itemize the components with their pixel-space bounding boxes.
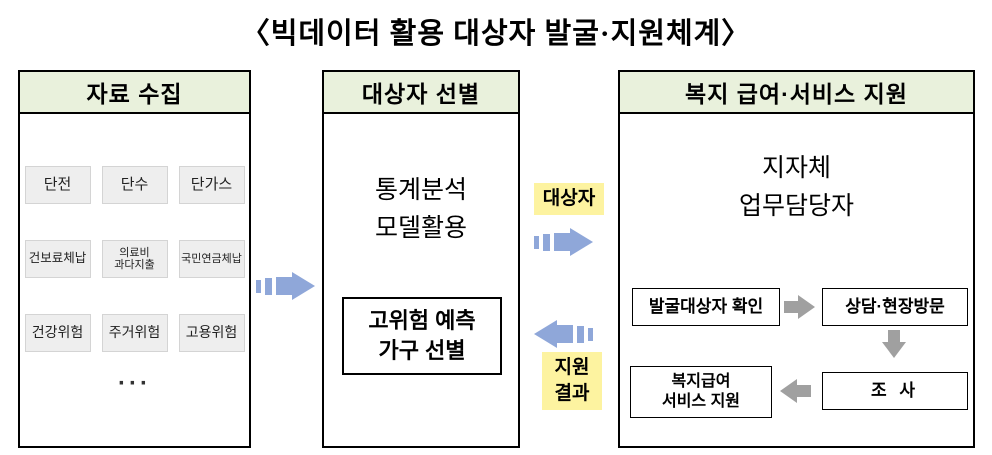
panel-welfare-support: 복지 급여·서비스 지원 지자체 업무담당자 발굴대상자 확인 상담·현장방문 … — [618, 70, 975, 448]
high-risk-prediction-box: 고위험 예측 가구 선별 — [342, 297, 502, 375]
flow-arrow-support-to-selection-icon — [534, 320, 593, 348]
local-gov-staff-text: 지자체 업무담당자 — [738, 155, 854, 220]
arrow-stripe — [256, 279, 261, 293]
arrow-stripe — [265, 277, 272, 295]
step-counsel-visit-box: 상담·현장방문 — [822, 288, 968, 326]
arrow-head — [292, 272, 315, 300]
arrow-right-icon — [784, 295, 815, 319]
arrow-head — [534, 320, 557, 348]
arrow-tail — [888, 330, 900, 342]
data-source-item: 단수 — [101, 166, 168, 204]
arrow-down-icon — [882, 330, 906, 358]
step-investigation-box: 조 사 — [822, 372, 968, 410]
arrow-stripe — [588, 327, 593, 341]
data-source-item: 주거위험 — [101, 314, 168, 352]
diagram-title: 〈빅데이터 활용 대상자 발굴·지원체계〉 — [240, 18, 752, 50]
data-source-grid: 단전 단수 단가스 건보료체납 의료비 과다지출 국민연금체납 건강위험 주거위… — [20, 166, 249, 352]
flow-label-support-result: 지원 결과 — [542, 352, 602, 410]
arrow-stem — [554, 233, 570, 251]
data-source-item: 고용위험 — [178, 314, 245, 352]
arrow-head — [780, 379, 797, 403]
panel-header-data-collection: 자료 수집 — [20, 72, 249, 114]
arrow-stripe — [577, 325, 584, 343]
flow-label-target: 대상자 — [534, 183, 604, 215]
data-source-item: 단전 — [24, 166, 91, 204]
step-benefit-service-box: 복지급여 서비스 지원 — [630, 366, 772, 418]
arrow-left-icon — [780, 379, 811, 403]
analysis-method-text: 통계분석 모델활용 — [374, 177, 467, 242]
data-source-item: 의료비 과다지출 — [101, 240, 168, 278]
arrow-stem — [276, 277, 292, 295]
arrow-tail — [784, 301, 798, 313]
arrow-head — [570, 228, 593, 256]
arrow-stem — [557, 325, 573, 343]
panel-header-target-selection: 대상자 선별 — [324, 72, 518, 114]
data-source-item: 건보료체납 — [24, 240, 91, 278]
step-confirm-target-box: 발굴대상자 확인 — [632, 288, 780, 326]
arrow-tail — [797, 385, 811, 397]
panel-header-welfare-support: 복지 급여·서비스 지원 — [620, 72, 973, 114]
flow-arrow-selection-to-support-icon — [534, 228, 593, 256]
arrow-head — [798, 295, 815, 319]
data-source-item: 단가스 — [178, 166, 245, 204]
data-source-item: 건강위험 — [24, 314, 91, 352]
flow-arrow-collection-to-selection-icon — [256, 272, 315, 300]
data-source-item: 국민연금체납 — [178, 240, 245, 278]
arrow-stripe — [543, 233, 550, 251]
panel-data-collection: 자료 수집 단전 단수 단가스 건보료체납 의료비 과다지출 국민연금체납 건강… — [18, 70, 251, 448]
more-items-ellipsis: ··· — [118, 370, 151, 397]
panel-target-selection: 대상자 선별 통계분석 모델활용 고위험 예측 가구 선별 — [322, 70, 520, 448]
arrow-head — [882, 342, 906, 358]
arrow-stripe — [534, 235, 539, 249]
